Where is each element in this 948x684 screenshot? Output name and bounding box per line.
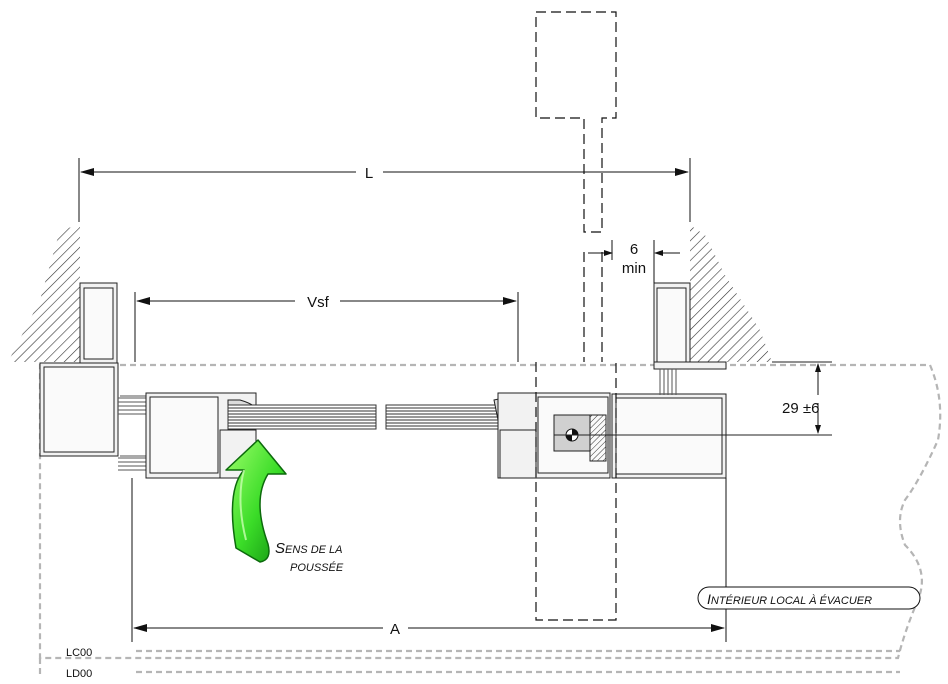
left-frame xyxy=(39,282,119,457)
handle-outline-dashed xyxy=(535,11,617,621)
interior-rest: NTÉRIEUR LOCAL À ÉVACUER xyxy=(711,594,872,607)
left-wall xyxy=(8,225,80,362)
dim-Vsf-label: Vsf xyxy=(307,294,330,311)
center-lines xyxy=(554,361,832,436)
lc00-label: LC00 xyxy=(66,647,92,659)
dimension-A xyxy=(131,478,727,642)
dim-L-label: L xyxy=(365,165,373,182)
interior-cap: I xyxy=(707,591,711,607)
leaf-outline-dashed xyxy=(38,363,942,674)
interior-label: INTÉRIEUR LOCAL À ÉVACUER xyxy=(707,591,872,607)
glass-infill xyxy=(227,404,519,430)
dim-A-label: A xyxy=(390,621,400,638)
dimension-L xyxy=(78,158,691,222)
right-wall xyxy=(690,225,772,362)
dim-gap-unit: min xyxy=(622,260,646,277)
push-cap: S xyxy=(275,540,285,557)
interior-label-box xyxy=(697,586,921,610)
dimension-Vsf xyxy=(134,292,519,362)
ld00-label: LD00 xyxy=(66,668,92,680)
dim-height-label: 29 ±6 xyxy=(782,400,819,417)
dim-gap-value: 6 xyxy=(630,241,638,258)
right-brush-seal xyxy=(659,369,677,395)
left-brush-seals xyxy=(118,395,148,471)
dimension-gap xyxy=(588,240,680,283)
right-frame xyxy=(611,282,727,479)
push-rest: ENS DE LA xyxy=(285,544,342,556)
push-direction-label-line1: SENS DE LA xyxy=(275,540,342,557)
push-direction-arrow xyxy=(225,439,287,563)
push-direction-label-line2: POUSSÉE xyxy=(290,561,344,574)
